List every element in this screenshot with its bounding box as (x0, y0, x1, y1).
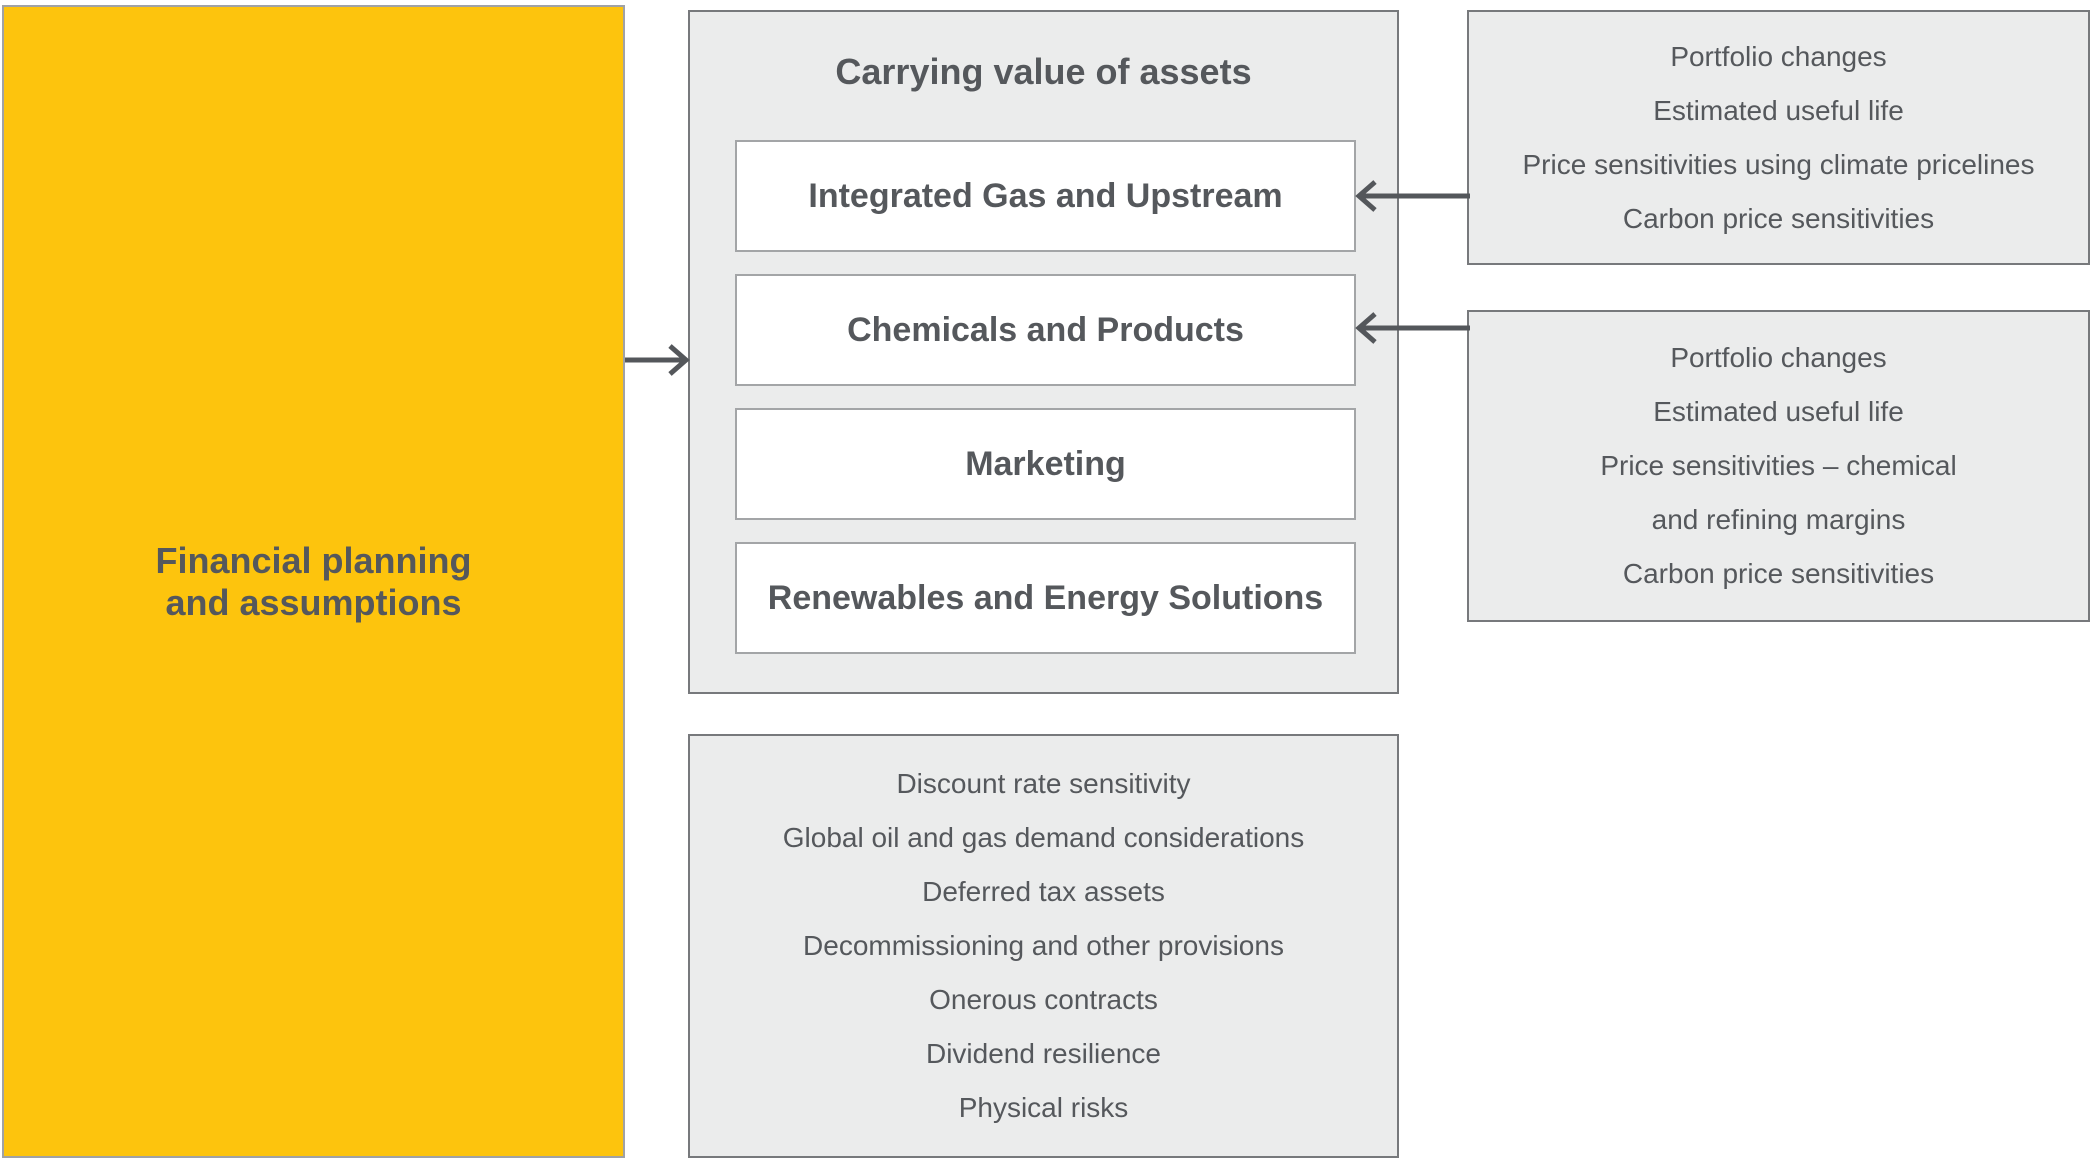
chemicals-sensitivities-panel: Portfolio changes Estimated useful life … (1467, 310, 2090, 622)
sensitivity-item: Portfolio changes (1670, 40, 1887, 72)
sensitivity-item: Portfolio changes (1670, 342, 1887, 373)
arrow-right-icon (625, 344, 690, 376)
segment-integrated-gas-and-upstream: Integrated Gas and Upstream (735, 140, 1356, 252)
carrying-value-title: Carrying value of assets (835, 51, 1252, 92)
segment-marketing: Marketing (735, 408, 1356, 520)
consideration-item: Onerous contracts (929, 984, 1158, 1015)
financial-planning-label: Financial planning and assumptions (155, 539, 472, 623)
segment-list: Integrated Gas and Upstream Chemicals an… (735, 140, 1356, 654)
sensitivity-item: Estimated useful life (1653, 94, 1904, 126)
consideration-item: Dividend resilience (925, 1038, 1161, 1069)
segment-chemicals-and-products: Chemicals and Products (735, 274, 1356, 386)
considerations-panel: Discount rate sensitivity Global oil and… (688, 734, 1399, 1158)
consideration-item: Physical risks (958, 1092, 1129, 1123)
consideration-item: Discount rate sensitivity (896, 768, 1191, 799)
consideration-item: Decommissioning and other provisions (803, 930, 1284, 961)
arrow-left-icon (1355, 312, 1470, 344)
carrying-value-panel: Carrying value of assets Integrated Gas … (688, 10, 1399, 694)
consideration-item: Deferred tax assets (922, 876, 1165, 907)
sensitivity-item: Carbon price sensitivities (1622, 202, 1935, 234)
sensitivity-item: Price sensitivities – chemical and refin… (1600, 450, 1957, 535)
segment-renewables-and-energy-solutions: Renewables and Energy Solutions (735, 542, 1356, 654)
sensitivity-item: Carbon price sensitivities (1622, 558, 1935, 589)
consideration-item: Global oil and gas demand considerations (782, 822, 1305, 853)
sensitivity-item: Estimated useful life (1653, 396, 1904, 427)
upstream-sensitivities-panel: Portfolio changes Estimated useful life … (1467, 10, 2090, 265)
financial-planning-panel: Financial planning and assumptions (2, 5, 625, 1158)
arrow-left-icon (1355, 180, 1470, 212)
sensitivity-item: Price sensitivities using climate pricel… (1522, 148, 2035, 180)
